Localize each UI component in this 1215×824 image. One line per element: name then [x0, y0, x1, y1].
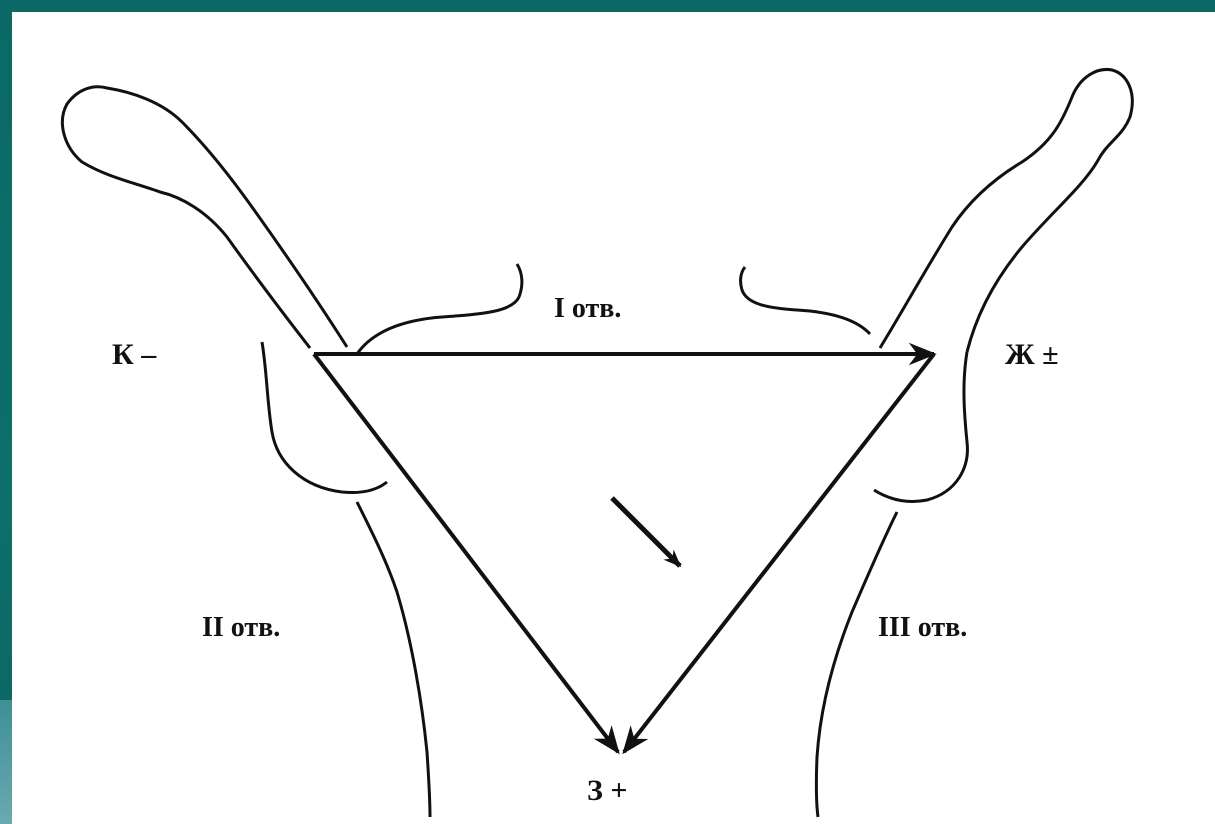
left-neck-curve: [357, 264, 522, 354]
left-arm-outline: [62, 87, 347, 348]
electrical-axis-arrow: [612, 498, 680, 566]
right-torso-outline: [874, 352, 967, 502]
diagram-canvas: К – Ж ± З + I отв. II отв. III отв.: [12, 12, 1215, 824]
label-lead-1: I отв.: [554, 293, 621, 324]
label-lead-3: III отв.: [878, 612, 967, 643]
right-leg-outline: [816, 512, 897, 817]
right-neck-curve: [741, 267, 870, 334]
left-leg-outline: [357, 502, 430, 817]
label-left-arm-electrode: Ж ±: [1005, 338, 1059, 371]
label-right-arm-electrode: К –: [112, 338, 157, 371]
einthoven-triangle-diagram: К – Ж ± З + I отв. II отв. III отв.: [12, 12, 1215, 824]
label-left-leg-electrode: З +: [587, 774, 627, 807]
lead-2-arrow: [314, 354, 618, 752]
left-accent-bar: [0, 700, 12, 824]
right-arm-outline: [880, 69, 1132, 352]
label-lead-2: II отв.: [202, 612, 280, 643]
